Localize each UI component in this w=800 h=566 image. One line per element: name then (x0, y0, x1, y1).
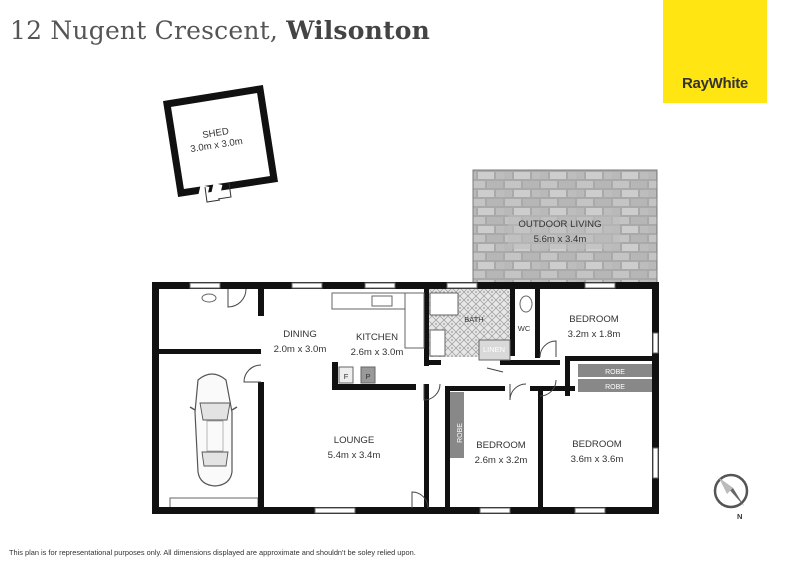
shed: SHED 3.0m x 3.0m (163, 84, 278, 203)
street-address: 12 Nugent Crescent, (10, 16, 279, 45)
kitchen-label: KITCHEN (356, 332, 398, 343)
dining-label: DINING (283, 329, 317, 340)
car-icon (189, 373, 238, 487)
property-address: 12 Nugent Crescent, Wilsonton (10, 16, 430, 45)
lounge-label: LOUNGE (334, 435, 375, 446)
raywhite-logo: RayWhite (663, 0, 767, 103)
outdoor-size: 5.6m x 3.4m (534, 234, 587, 245)
outdoor-label: OUTDOOR LIVING (518, 219, 601, 230)
north-compass-icon: N (713, 473, 749, 521)
bedroom1-size: 3.2m x 1.8m (568, 329, 621, 340)
robe-label-bed3: ROBE (605, 384, 625, 391)
bath-label: BATH (464, 315, 483, 324)
garage-door (169, 497, 259, 509)
bedroom2-size: 2.6m x 3.2m (475, 455, 528, 466)
fridge-label: F (344, 372, 349, 381)
bedroom1-label: BEDROOM (569, 314, 619, 325)
disclaimer: This plan is for representational purpos… (9, 548, 416, 557)
logo-text: RayWhite (682, 75, 748, 92)
windows (189, 282, 659, 514)
bath-fixtures (201, 292, 533, 361)
pantry-label: P (365, 372, 370, 381)
bedroom2-label: BEDROOM (476, 440, 526, 451)
dining-size: 2.0m x 3.0m (274, 344, 327, 355)
shed-label: SHED (202, 126, 230, 141)
wc-label: WC (518, 324, 531, 333)
bedroom3-label: BEDROOM (572, 439, 622, 450)
kitchen-bench (331, 292, 425, 384)
compass-n: N (737, 512, 742, 521)
kitchen-size: 2.6m x 3.0m (351, 347, 404, 358)
walls (152, 282, 659, 514)
robes (450, 364, 652, 458)
doors (227, 288, 557, 509)
lounge-size: 5.4m x 3.4m (328, 450, 381, 461)
bedroom3-size: 3.6m x 3.6m (571, 454, 624, 465)
robe-label-bed2: ROBE (457, 423, 464, 443)
linen-label: LINEN (483, 345, 505, 354)
outdoor-living: OUTDOOR LIVING 5.6m x 3.4m (472, 169, 658, 288)
robe-label-bed1: ROBE (605, 369, 625, 376)
suburb: Wilsonton (286, 16, 430, 45)
